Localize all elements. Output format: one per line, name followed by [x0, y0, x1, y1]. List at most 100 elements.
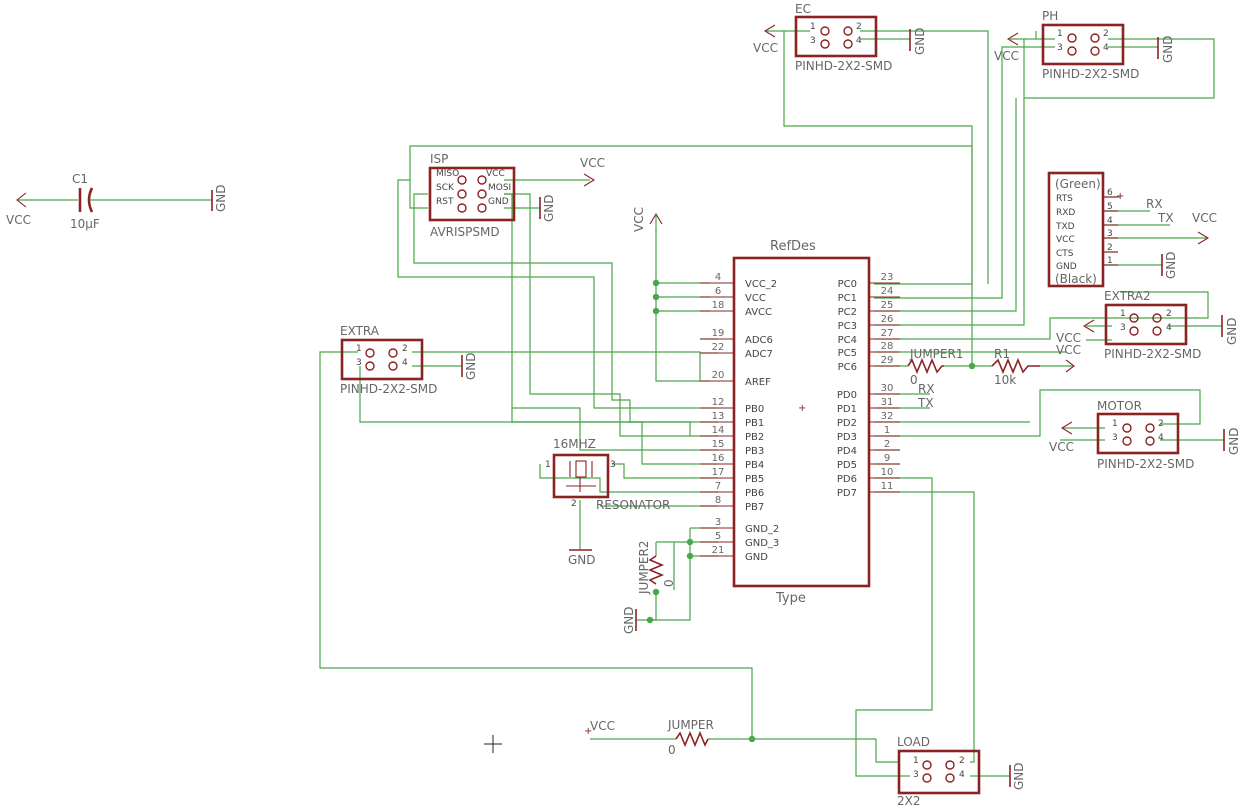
- ph-pin-1: 1: [1057, 29, 1063, 39]
- mcu-pin-number: 30: [881, 383, 894, 394]
- mcu-pin-number: 16: [712, 453, 725, 464]
- mcu-pin-number: 22: [712, 342, 725, 353]
- jumper-vcc-label: VCC: [590, 719, 615, 733]
- jumper-bottom[interactable]: JUMPER 0 VCC +: [584, 718, 714, 757]
- motor-pin-1: 1: [1112, 419, 1118, 429]
- mcu-pin-name: GND: [745, 552, 768, 563]
- mcu-pin-name: PB3: [745, 446, 764, 457]
- mcu-pin-name: PB2: [745, 432, 764, 443]
- r1-value: 10k: [994, 373, 1016, 387]
- mcu-pin-name: PD5: [837, 460, 857, 471]
- mcu-pin-number: 21: [712, 545, 725, 556]
- mcu-refdes: RefDes: [770, 239, 816, 254]
- jumper1-value: 0: [910, 373, 918, 387]
- mcu-pin-number: 1: [884, 425, 890, 436]
- ftdi-pin-number: 2: [1107, 243, 1113, 253]
- resistor-r1[interactable]: R1 10k: [991, 347, 1075, 387]
- ph-name: PH: [1042, 9, 1058, 23]
- pd0-rx-label: RX: [918, 382, 935, 396]
- ph-value: PINHD-2X2-SMD: [1042, 67, 1139, 81]
- ec-vcc-label: VCC: [753, 41, 778, 55]
- wires: [319, 30, 1224, 777]
- crosshair-cursor-icon: [484, 735, 502, 753]
- mcu-pin-number: 23: [881, 272, 894, 283]
- isp-value: AVRISPSMD: [430, 225, 500, 239]
- load-gnd-label: GND: [1012, 762, 1026, 790]
- mcu-pin-name: GND_2: [745, 524, 779, 535]
- header-motor[interactable]: MOTOR PINHD-2X2-SMD 1 2 3 4 VCC GND: [1049, 399, 1241, 471]
- ph-gnd-label: GND: [1161, 35, 1175, 63]
- mcu-type: Type: [775, 591, 806, 606]
- load-pin-2: 2: [959, 756, 965, 766]
- motor-gnd-label: GND: [1227, 427, 1241, 455]
- mcu-pin-name: PB1: [745, 418, 764, 429]
- header-extra2[interactable]: EXTRA2 PINHD-2X2-SMD 1 2 3 4 VCC VCC GND: [1056, 289, 1239, 361]
- resonator-pin-2: 2: [571, 499, 577, 509]
- ph-pin-4: 4: [1103, 43, 1109, 53]
- svg-text:+: +: [584, 726, 592, 737]
- ftdi-header[interactable]: (Green) (Black) RTS6RXD5TXD4VCC3CTS2GND1…: [1047, 171, 1217, 288]
- isp-name: ISP: [430, 152, 448, 166]
- ftdi-rx-label: RX: [1146, 197, 1163, 211]
- mcu-pin-number: 9: [884, 453, 890, 464]
- ec-pin-4: 4: [856, 36, 862, 46]
- motor-value: PINHD-2X2-SMD: [1097, 457, 1194, 471]
- mcu-pin-name: PB4: [745, 460, 764, 471]
- ph-vcc-label: VCC: [994, 49, 1019, 63]
- mcu-pin-number: 27: [881, 328, 894, 339]
- mcu-pin-number: 3: [715, 517, 721, 528]
- ftdi-vcc-label: VCC: [1192, 211, 1217, 225]
- isp-header[interactable]: ISP AVRISPSMD MISO VCC SCK MOSI RST GND …: [428, 152, 605, 239]
- extra-pin-4: 4: [402, 358, 408, 368]
- mcu-pin-name: GND_3: [745, 538, 779, 549]
- mcu-pin-name: ADC7: [745, 349, 773, 360]
- mcu-pin-name: PD4: [837, 446, 857, 457]
- resonator-16mhz[interactable]: 16MHZ RESONATOR 1 3 2 GND: [545, 437, 670, 567]
- load-pin-3: 3: [913, 770, 919, 780]
- mcu-pin-name: AVCC: [745, 307, 772, 318]
- mcu-pin-name: PC5: [838, 348, 857, 359]
- capacitor-c1[interactable]: VCC GND C1 10µF: [6, 172, 228, 231]
- ftdi-pin-name: VCC: [1056, 235, 1075, 245]
- extra2-vcc-label-1: VCC: [1056, 331, 1081, 345]
- mcu-pin-number: 10: [881, 467, 894, 478]
- microcontroller[interactable]: RefDes Type + 4VCC_26VCC18AVCC19ADC622AD…: [700, 239, 900, 606]
- jumper-value: 0: [668, 743, 676, 757]
- header-extra[interactable]: EXTRA PINHD-2X2-SMD 1 2 3 4 GND: [340, 324, 478, 396]
- extra2-name: EXTRA2: [1104, 289, 1151, 303]
- isp-vcc-label: VCC: [580, 156, 605, 170]
- ftdi-pin-name: GND: [1056, 262, 1077, 272]
- resonator-pin-3: 3: [610, 460, 616, 470]
- mcu-pin-number: 32: [881, 411, 894, 422]
- mcu-pin-name: PC2: [838, 307, 857, 318]
- mcu-vcc-label: VCC: [632, 207, 646, 232]
- mcu-pin-name: PC4: [838, 335, 857, 346]
- mcu-pin-name: PB6: [745, 488, 764, 499]
- mcu-pin-number: 6: [715, 286, 721, 297]
- extra-gnd-label: GND: [464, 352, 478, 380]
- jumper2[interactable]: JUMPER2 0 GND: [622, 541, 676, 634]
- mcu-pin-number: 31: [881, 397, 894, 408]
- mcu-pin-name: PC3: [838, 321, 857, 332]
- mcu-pin-name: PD6: [837, 474, 857, 485]
- jumper1-name: JUMPER1: [909, 347, 963, 361]
- mcu-pin-number: 20: [712, 370, 725, 381]
- jumper2-gnd-label: GND: [622, 606, 636, 634]
- extra2-vcc-label-2: VCC: [1056, 343, 1081, 357]
- mcu-pin-number: 29: [881, 355, 894, 366]
- header-load[interactable]: LOAD 2X2 1 2 3 4 GND: [897, 735, 1026, 808]
- isp-pin-vcc: VCC: [486, 169, 505, 179]
- load-pin-4: 4: [959, 770, 965, 780]
- header-ec[interactable]: EC PINHD-2X2-SMD 1 2 3 4 VCC GND: [753, 2, 927, 73]
- jumper1[interactable]: JUMPER1 0: [907, 347, 963, 387]
- mcu-pin-name: PB7: [745, 502, 764, 513]
- ftdi-pin-name: TXD: [1055, 222, 1075, 232]
- ec-pin-2: 2: [856, 22, 862, 32]
- extra-pin-3: 3: [356, 358, 362, 368]
- svg-text:+: +: [798, 403, 806, 414]
- ftdi-pin-number: 4: [1107, 216, 1113, 226]
- header-ph[interactable]: PH PINHD-2X2-SMD 1 2 3 4 VCC GND: [994, 9, 1175, 81]
- ftdi-pin-number: 1: [1107, 256, 1113, 266]
- mcu-pin-number: 14: [712, 425, 725, 436]
